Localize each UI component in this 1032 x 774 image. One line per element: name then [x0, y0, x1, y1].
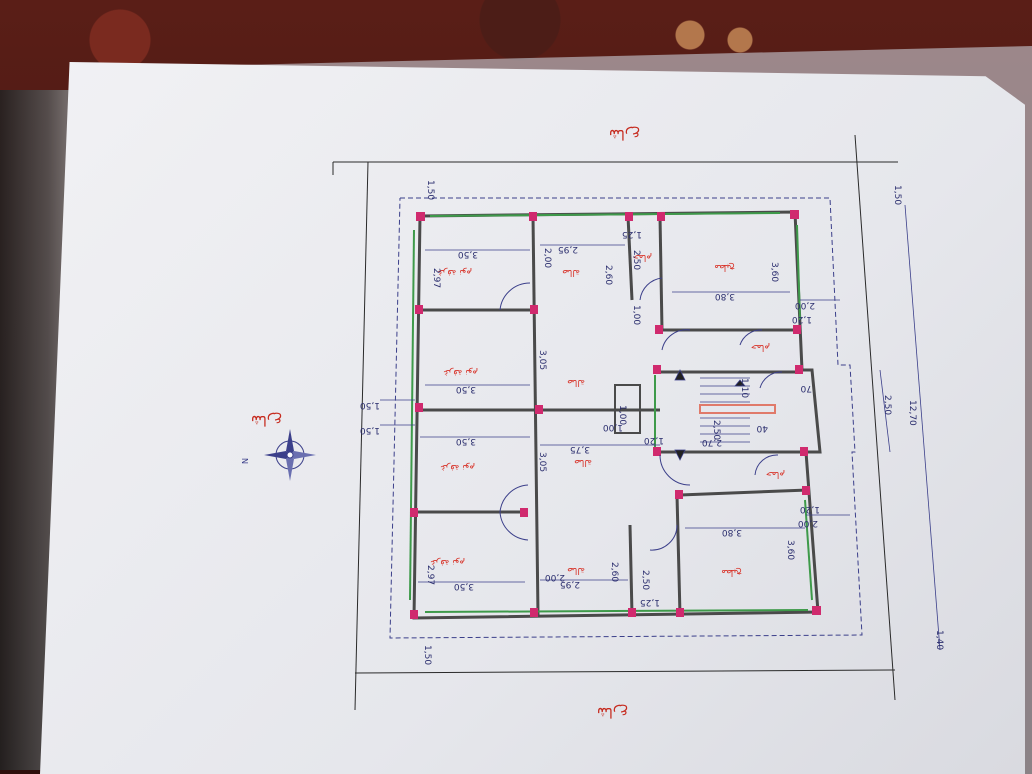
room-label-kitchen-1: مطبخ [714, 262, 735, 272]
street-label-bottom: شارع [597, 704, 628, 720]
dim-250-stair: 2,50 [711, 420, 721, 440]
dim-40: 40 [756, 423, 768, 433]
dim-260-top: 2,60 [603, 265, 613, 285]
dim-250-bottom: 2,50 [640, 570, 650, 590]
dim-150-top: 1,50 [425, 180, 435, 200]
dim-360-bottom: 3,60 [785, 540, 795, 560]
room-label-wc-1: حمام [633, 252, 652, 262]
dim-150-left-b: 1,50 [360, 425, 380, 435]
dim-297-top: 2,97 [431, 268, 441, 288]
dim-295-top: 2,95 [558, 244, 578, 254]
dimension-lines [380, 204, 941, 651]
paper-sheet [40, 62, 1025, 774]
door-swings [499, 277, 783, 551]
dim-380-bottom: 3,80 [722, 527, 742, 537]
dim-380-top: 3,80 [715, 291, 735, 301]
dim-120-stair: 1,20 [644, 435, 664, 445]
dim-100-c: 1,00 [603, 422, 623, 432]
street-label-top: شارع [609, 126, 640, 142]
compass-icon [264, 429, 316, 481]
dim-140: 1,40 [934, 630, 944, 650]
dim-120-right-b: 1,20 [800, 504, 820, 514]
room-label-salon-2: صالة [567, 377, 585, 387]
dim-200-right-b: 2,00 [798, 518, 818, 528]
street-label-left: شارع [251, 412, 282, 428]
room-label-salon-4: صالة [567, 565, 585, 575]
dim-295-bottom: 2,95 [560, 579, 580, 589]
room-label-salon-1: صالة [562, 267, 580, 277]
dim-110: 1,10 [739, 378, 749, 398]
dim-305-a: 3,05 [537, 350, 547, 370]
room-label-bedroom-3: غرفة نوم [440, 462, 475, 472]
dim-150-bottom: 1,50 [422, 645, 432, 665]
dim-360-top: 3,60 [769, 262, 779, 282]
dim-200-top: 2,00 [542, 248, 552, 268]
north-label: N [240, 458, 249, 464]
plot-boundary [332, 134, 898, 711]
window-strips [409, 212, 813, 613]
room-label-bedroom-4: غرفة نوم [430, 557, 465, 567]
walls [412, 210, 822, 620]
room-label-bedroom-1: غرفة نوم [437, 267, 472, 277]
room-label-kitchen-2: مطبخ [721, 567, 742, 577]
dim-150-left-a: 1,50 [360, 400, 380, 410]
dim-305-b: 3,05 [537, 452, 547, 472]
dim-100-b: 1,00 [617, 405, 627, 425]
columns [410, 210, 821, 619]
dim-250-right: 2,50 [882, 395, 892, 415]
room-label-salon-3: صالة [574, 457, 592, 467]
dim-100-a: 1,00 [631, 305, 641, 325]
dim-120-right-a: 1,20 [792, 314, 812, 324]
dim-297-bottom: 2,97 [425, 565, 435, 585]
dim-350-d: 3,50 [454, 581, 474, 591]
dim-260-bottom: 2,60 [609, 562, 619, 582]
dim-350-a: 3,50 [458, 249, 478, 259]
dim-250-top: 2,50 [631, 250, 641, 270]
dim-150-right: 1,50 [892, 185, 902, 205]
dim-200-bottom: 2,00 [545, 572, 565, 582]
dim-375: 3,75 [570, 444, 590, 454]
dim-200-right-a: 2,00 [795, 300, 815, 310]
room-label-bedroom-2: غرفة نوم [443, 367, 478, 377]
staircase [614, 369, 776, 461]
dim-1270: 12,70 [907, 400, 917, 426]
dim-270: 2,70 [702, 437, 722, 447]
room-label-wc-3: حمام [766, 469, 785, 479]
dim-70: 70 [800, 383, 812, 393]
dim-350-b: 3,50 [456, 384, 476, 394]
room-label-wc-2: حمام [751, 342, 770, 352]
dim-350-c: 3,50 [456, 436, 476, 446]
dim-125-bottom: 1,25 [640, 597, 660, 607]
dim-125-top: 1,25 [622, 229, 642, 239]
dashed-outline [389, 197, 863, 639]
